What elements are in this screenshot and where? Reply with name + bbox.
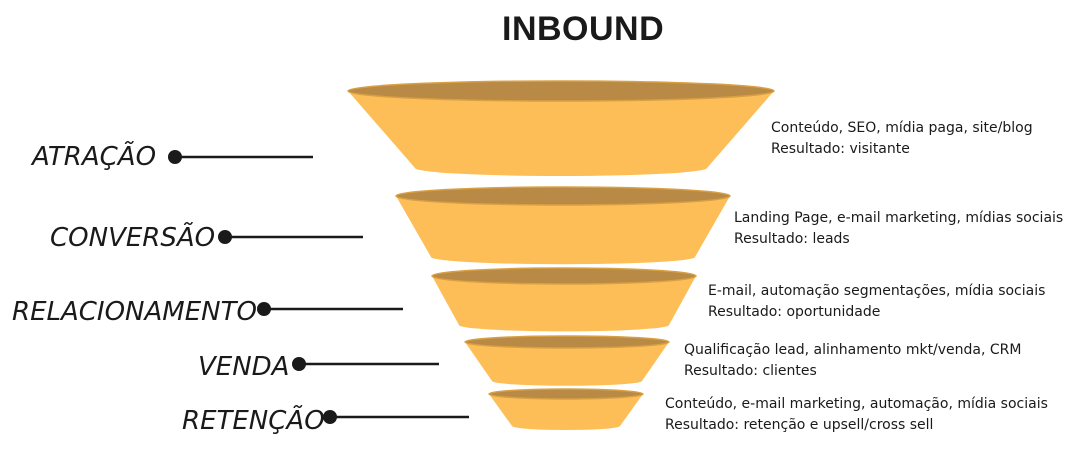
funnel-opening bbox=[347, 80, 775, 102]
funnel-body bbox=[348, 91, 774, 176]
description-line: Conteúdo, e-mail marketing, automação, m… bbox=[665, 396, 1048, 412]
connector-conversao bbox=[218, 230, 363, 244]
connector-venda bbox=[292, 357, 439, 371]
funnel-opening bbox=[431, 267, 697, 285]
stage-description-relacionamento: E-mail, automação segmentações, mídia so… bbox=[708, 281, 1045, 323]
stage-label-venda: VENDA bbox=[198, 352, 290, 382]
funnel-segment-retencao bbox=[488, 388, 644, 430]
funnel-body bbox=[489, 394, 643, 430]
connector-dot bbox=[168, 150, 182, 164]
funnel-segment-relacionamento bbox=[431, 267, 697, 332]
funnel-segment-venda bbox=[464, 335, 670, 386]
funnel-segment-conversao bbox=[395, 186, 731, 265]
stage-description-conversao: Landing Page, e-mail marketing, mídias s… bbox=[734, 208, 1063, 250]
result-line: Resultado: retenção e upsell/cross sell bbox=[665, 417, 934, 433]
stage-label-relacionamento: RELACIONAMENTO bbox=[12, 297, 257, 327]
connector-atracao bbox=[168, 150, 313, 164]
funnel-segment-atracao bbox=[347, 80, 775, 176]
funnel-opening bbox=[464, 335, 670, 349]
funnel-body bbox=[465, 342, 669, 386]
funnel-segments bbox=[347, 80, 775, 430]
description-line: Landing Page, e-mail marketing, mídias s… bbox=[734, 210, 1064, 226]
connector-retencao bbox=[323, 410, 469, 424]
funnel-body bbox=[396, 196, 730, 265]
stage-label-retencao: RETENÇÃO bbox=[182, 406, 325, 436]
funnel-opening bbox=[488, 388, 644, 400]
description-line: Conteúdo, SEO, mídia paga, site/blog bbox=[771, 120, 1033, 136]
connector-dot bbox=[292, 357, 306, 371]
connector-dot bbox=[218, 230, 232, 244]
description-line: Qualificação lead, alinhamento mkt/venda… bbox=[684, 342, 1022, 358]
result-line: Resultado: clientes bbox=[684, 363, 817, 379]
connector-dot bbox=[257, 302, 271, 316]
stage-description-atracao: Conteúdo, SEO, mídia paga, site/blog Res… bbox=[771, 118, 1033, 160]
funnel-body bbox=[432, 276, 696, 332]
result-line: Resultado: leads bbox=[734, 231, 850, 247]
connectors bbox=[168, 150, 469, 424]
result-line: Resultado: visitante bbox=[771, 141, 910, 157]
stage-description-retencao: Conteúdo, e-mail marketing, automação, m… bbox=[665, 394, 1048, 436]
stage-label-atracao: ATRAÇÃO bbox=[32, 142, 157, 172]
stage-label-conversao: CONVERSÃO bbox=[50, 223, 216, 253]
stage-description-venda: Qualificação lead, alinhamento mkt/venda… bbox=[684, 340, 1022, 382]
description-line: E-mail, automação segmentações, mídia so… bbox=[708, 283, 1046, 299]
funnel-opening bbox=[395, 186, 731, 206]
connector-dot bbox=[323, 410, 337, 424]
result-line: Resultado: oportunidade bbox=[708, 304, 881, 320]
connector-relacionamento bbox=[257, 302, 403, 316]
funnel-title: INBOUND bbox=[502, 10, 665, 48]
